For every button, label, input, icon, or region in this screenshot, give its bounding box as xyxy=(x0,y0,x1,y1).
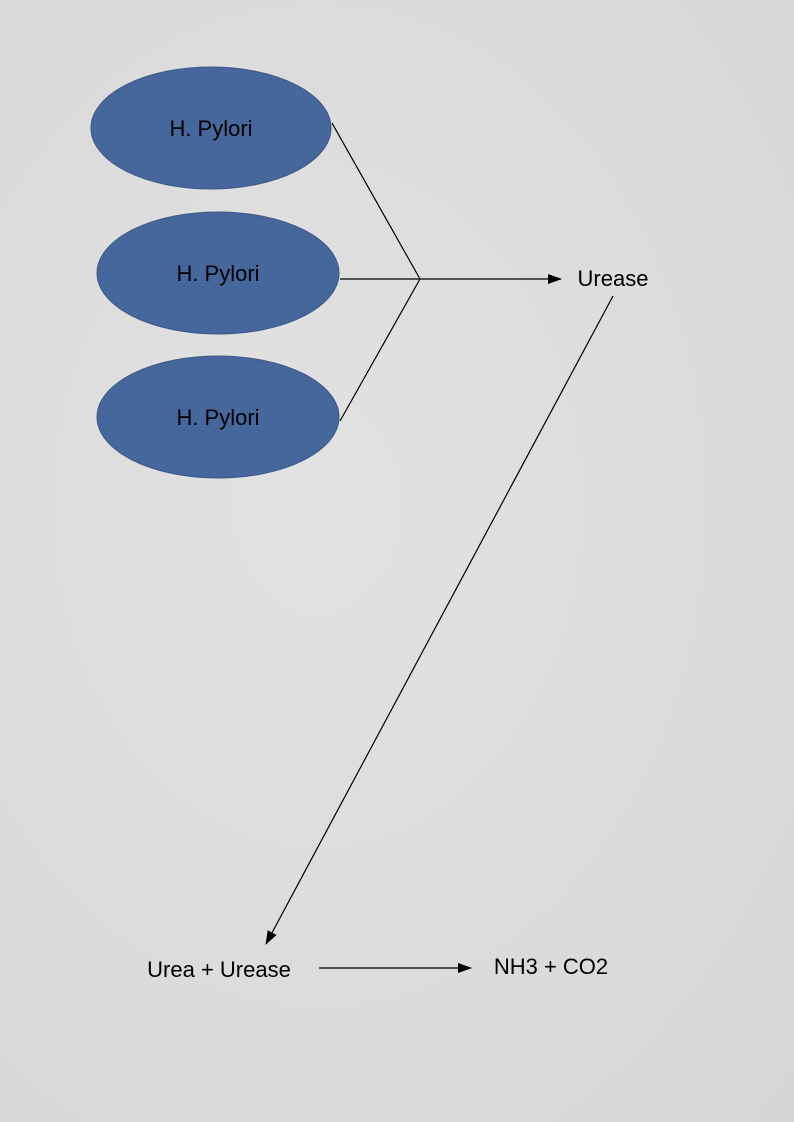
products-label: NH3 + CO2 xyxy=(494,954,608,979)
urease-label: Urease xyxy=(578,266,649,291)
pylori-ellipse-2 xyxy=(96,211,340,335)
pylori-node-2: H. Pylori xyxy=(96,211,340,335)
connector-pylori-3 xyxy=(339,278,421,422)
pylori-ellipse-3 xyxy=(96,355,340,479)
pylori-label-2: H. Pylori xyxy=(176,261,259,286)
arrow-urease-to-reactants xyxy=(265,295,614,945)
connector-pylori-1 xyxy=(331,122,421,280)
pylori-label-1: H. Pylori xyxy=(169,116,252,141)
pylori-ellipse-1 xyxy=(90,66,332,190)
pylori-node-3: H. Pylori xyxy=(96,355,340,479)
reactants-label: Urea + Urease xyxy=(147,957,291,982)
pylori-label-3: H. Pylori xyxy=(176,405,259,430)
pylori-node-1: H. Pylori xyxy=(90,66,332,190)
